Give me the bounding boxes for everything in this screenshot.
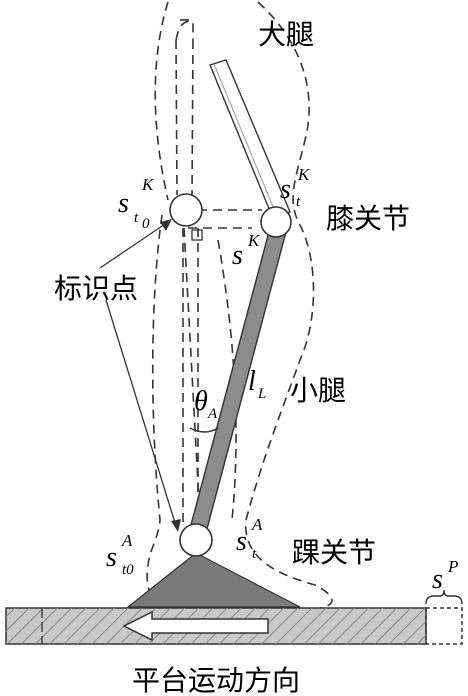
- ankle-angle-arc: [189, 427, 219, 433]
- symbol-s-knee-t: s K t: [280, 165, 311, 210]
- shank-current: [187, 227, 287, 541]
- svg-text:t0: t0: [122, 562, 134, 578]
- symbol-s-knee: s K: [232, 231, 261, 271]
- svg-text:s: s: [232, 240, 243, 271]
- label-knee-joint: 膝关节: [326, 202, 410, 235]
- svg-text:L: L: [257, 386, 266, 402]
- svg-text:l: l: [248, 366, 256, 397]
- leg-outline-dashed: [146, 1, 333, 609]
- platform-direction-arrow: [122, 610, 269, 642]
- svg-text:t: t: [296, 194, 301, 210]
- symbol-s-ankle-t0: s A t0: [106, 531, 134, 578]
- symbol-s-platform: s P: [432, 557, 458, 595]
- svg-text:K: K: [297, 165, 311, 184]
- knee-marker-current: [260, 206, 292, 238]
- thigh-current: [209, 59, 291, 217]
- svg-text:θ: θ: [194, 386, 208, 417]
- symbol-s-knee-t0: s K t 0: [118, 175, 155, 232]
- shank-initial-dashed: [182, 228, 199, 528]
- svg-text:s: s: [432, 564, 443, 595]
- svg-text:t: t: [252, 546, 257, 562]
- knee-marker-initial: [169, 193, 203, 227]
- symbol-theta-ankle: θ A: [194, 386, 218, 422]
- label-marker-point: 标识点: [54, 272, 138, 305]
- svg-text:P: P: [447, 557, 458, 576]
- label-platform-direction: 平台运动方向: [132, 664, 300, 696]
- symbol-l-shank: l L: [248, 366, 266, 402]
- platform-displacement-brace: [425, 589, 463, 605]
- svg-text:s: s: [118, 188, 129, 219]
- knee-connectors: [183, 209, 262, 521]
- svg-text:s: s: [280, 174, 291, 205]
- svg-text:s: s: [236, 526, 247, 557]
- svg-text:A: A: [121, 531, 133, 550]
- marker-pointer-arrows: [99, 219, 181, 532]
- platform: [5, 607, 463, 645]
- svg-text:t: t: [134, 210, 139, 226]
- svg-text:A: A: [251, 515, 263, 534]
- foot: [126, 552, 301, 608]
- svg-text:K: K: [141, 175, 155, 194]
- label-thigh: 大腿: [258, 18, 314, 51]
- svg-text:A: A: [207, 406, 218, 422]
- ankle-marker: [179, 523, 213, 557]
- svg-text:K: K: [247, 231, 261, 250]
- thigh-initial-dashed: [175, 19, 194, 196]
- symbol-s-ankle-t: s A t: [236, 515, 263, 562]
- svg-text:s: s: [106, 542, 117, 573]
- svg-text:0: 0: [142, 216, 150, 232]
- label-shank: 小腿: [290, 374, 346, 407]
- label-ankle-joint: 踝关节: [292, 536, 376, 569]
